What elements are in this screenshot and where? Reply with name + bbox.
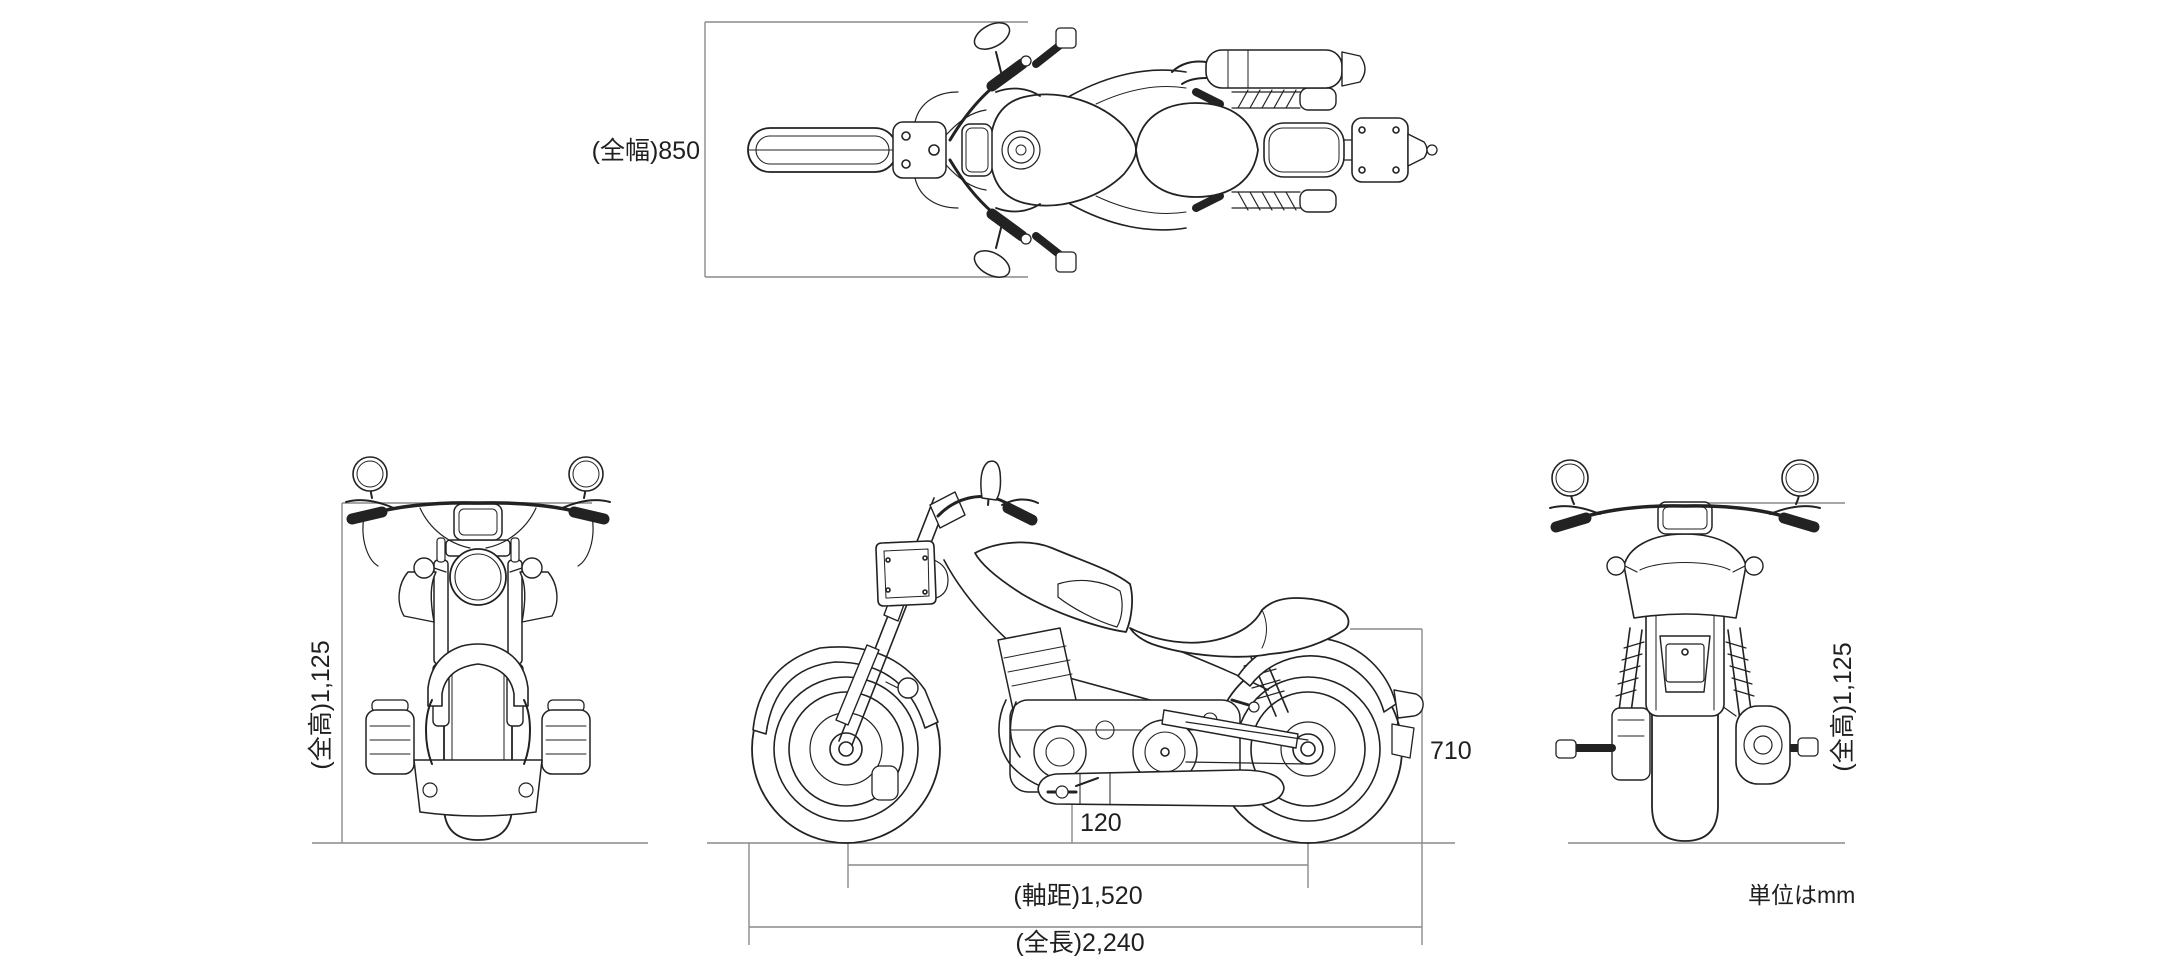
side-rear-fender [1237, 636, 1424, 759]
side-footpegs [1046, 698, 1260, 799]
side-view-drawing [751, 460, 1424, 844]
wheelbase-label: (軸距)1,520 [1013, 882, 1142, 910]
front-engine [365, 699, 591, 817]
seat-height-label: 710 [1430, 737, 1472, 765]
side-handlebar [936, 495, 1039, 526]
unit-note: 単位はmm [1748, 882, 1855, 908]
top-rear-fender [1351, 117, 1438, 183]
rear-exhaust-muffler [1721, 705, 1791, 785]
top-seat [1135, 102, 1353, 198]
top-rear-shocks [1231, 87, 1337, 213]
side-seat [1129, 597, 1350, 658]
side-turn-signal [885, 677, 919, 699]
rear-footpegs-engine [1555, 707, 1819, 781]
dimension-lines [312, 21, 1845, 945]
side-fork [835, 491, 966, 746]
overall-height-right-label: (全高)1,125 [1829, 642, 1857, 771]
top-fuel-tank [989, 93, 1137, 207]
front-view-drawing [345, 456, 611, 841]
rear-mirrors [1551, 459, 1819, 505]
top-handlebar [948, 55, 1041, 245]
ground-clearance-label: 120 [1080, 809, 1122, 837]
top-mirrors [973, 22, 1011, 278]
top-view-drawing [747, 22, 1438, 278]
rear-speedometer [1657, 501, 1713, 535]
front-headlight [449, 548, 507, 606]
dimension-labels: (全幅)850 (全高)1,125 (全高)1,125 120 (軸距)1,52… [307, 137, 1857, 957]
rear-view-drawing [1549, 459, 1821, 842]
rear-handlebar [1549, 504, 1821, 533]
side-mirror [980, 460, 1002, 506]
front-handlebar [345, 499, 611, 567]
front-fender [427, 643, 529, 707]
rear-license-plate [1659, 635, 1711, 693]
front-speedometer [453, 503, 503, 541]
overall-length-label: (全長)2,240 [1015, 929, 1144, 957]
front-mirrors [352, 456, 604, 499]
overall-width-dimension [704, 21, 1028, 278]
rear-shocks [1615, 627, 1755, 721]
side-fuel-tank [974, 541, 1133, 633]
top-exhaust-muffler [1171, 49, 1366, 89]
side-view-dimensions [707, 628, 1455, 945]
rear-turn-signals [1606, 556, 1764, 576]
top-footpegs [1032, 27, 1224, 273]
overall-height-right-dimension [1568, 502, 1845, 844]
side-front-fender [752, 646, 939, 735]
rear-body [1623, 533, 1747, 619]
overall-height-left-label: (全高)1,125 [307, 640, 335, 769]
side-exhaust [998, 699, 1285, 807]
top-front-wheel [747, 91, 987, 209]
front-tank-shoulders [398, 571, 558, 623]
top-speedometer [961, 123, 993, 177]
front-turn-signals [413, 557, 543, 579]
overall-width-label: (全幅)850 [592, 137, 700, 165]
side-swingarm-chain [1161, 709, 1309, 765]
side-headlight-plate [875, 540, 949, 607]
